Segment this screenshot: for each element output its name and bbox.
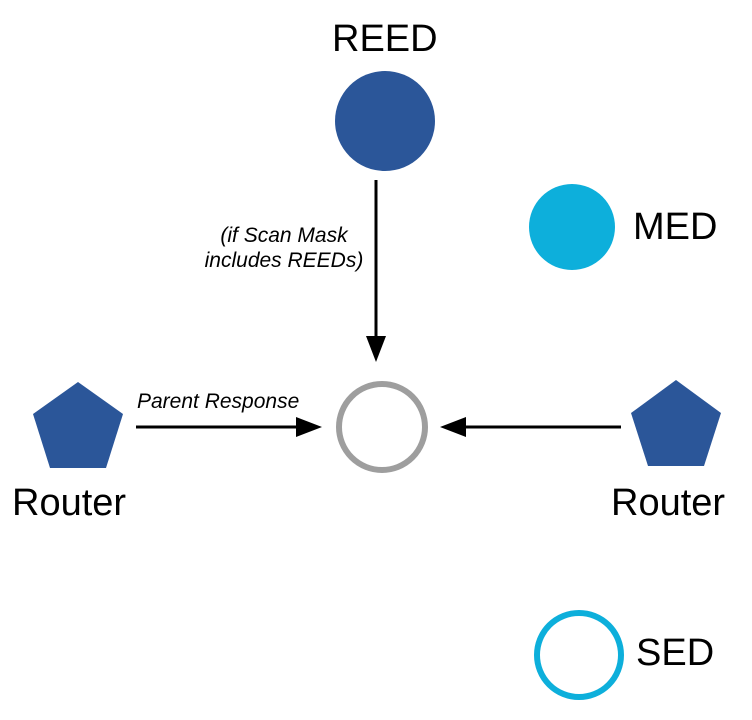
- reed-node-shape[interactable]: [335, 71, 435, 171]
- sed-node-label: SED: [636, 632, 715, 674]
- edge-label-scan-mask-line-2: includes REEDs): [204, 248, 364, 272]
- router-left-node-shape[interactable]: [33, 382, 123, 468]
- edge-router-right-to-center-arrow: [440, 417, 621, 437]
- router-left-node-label: Router: [12, 482, 127, 524]
- edge-label-scan-mask-line-1: (if Scan Mask: [220, 224, 348, 247]
- edge-router-left-to-center-arrow: [136, 417, 322, 437]
- edge-reed-to-center-arrow: [366, 180, 386, 362]
- edge-label-scan-mask: (if Scan Mask includes REEDs): [202, 224, 366, 274]
- edge-label-parent-response: Parent Response: [137, 390, 300, 413]
- med-node-shape[interactable]: [529, 184, 615, 270]
- router-right-node-label: Router: [611, 482, 726, 524]
- sed-node-shape[interactable]: [534, 610, 624, 700]
- med-node-label: MED: [633, 206, 718, 248]
- reed-node-label: REED: [332, 18, 438, 60]
- center-node-shape[interactable]: [336, 381, 428, 473]
- router-right-node-shape[interactable]: [631, 380, 721, 466]
